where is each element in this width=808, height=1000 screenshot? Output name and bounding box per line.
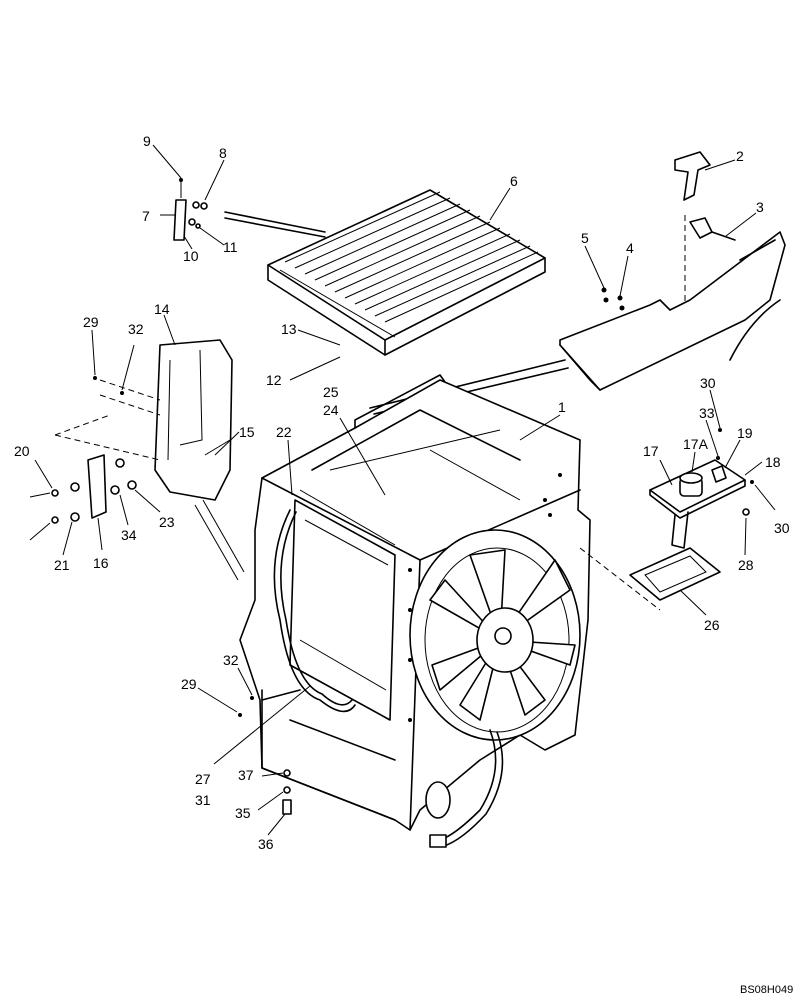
callout-20: 20 xyxy=(14,443,30,459)
callout-29-upper: 29 xyxy=(83,314,99,330)
callout-17: 17 xyxy=(643,443,659,459)
latch-bracket-assembly xyxy=(173,178,208,241)
callout-11: 11 xyxy=(223,239,238,255)
callout-30-lower: 30 xyxy=(774,520,790,536)
callout-labels: 1 2 3 4 5 6 7 8 9 10 11 12 13 14 15 16 1… xyxy=(14,133,790,852)
callout-15: 15 xyxy=(239,424,255,440)
callout-23: 23 xyxy=(159,514,175,530)
callout-16: 16 xyxy=(93,555,109,571)
callout-32-upper: 32 xyxy=(128,321,144,337)
callout-31: 31 xyxy=(195,792,211,808)
left-shroud xyxy=(54,339,233,501)
callout-19: 19 xyxy=(737,425,753,441)
lower-hardware xyxy=(238,696,292,815)
expansion-tank xyxy=(579,428,754,611)
callout-35: 35 xyxy=(235,805,251,821)
callout-8: 8 xyxy=(219,145,227,161)
callout-2: 2 xyxy=(736,148,744,164)
callout-10: 10 xyxy=(183,248,199,264)
callout-21: 21 xyxy=(54,557,70,573)
hinge-latch-group xyxy=(29,376,137,541)
drawing-code: BS08H049 xyxy=(740,984,793,996)
callout-5: 5 xyxy=(581,230,589,246)
callout-29-lower: 29 xyxy=(181,676,197,692)
callout-26: 26 xyxy=(704,617,720,633)
callout-3: 3 xyxy=(756,199,764,215)
side-panel-assembly xyxy=(369,151,786,415)
callout-28: 28 xyxy=(738,557,754,573)
callout-12: 12 xyxy=(266,372,282,388)
fan-assembly xyxy=(409,529,581,848)
callout-33: 33 xyxy=(699,405,715,421)
callout-27: 27 xyxy=(195,771,211,787)
callout-6: 6 xyxy=(510,173,518,189)
callout-36: 36 xyxy=(258,836,274,852)
callout-17a: 17A xyxy=(683,436,709,452)
callout-14: 14 xyxy=(154,301,170,317)
callout-24: 24 xyxy=(323,402,339,418)
callout-1: 1 xyxy=(558,399,566,415)
callout-25: 25 xyxy=(323,384,339,400)
grille-panel xyxy=(224,189,546,356)
callout-22: 22 xyxy=(276,424,292,440)
callout-34: 34 xyxy=(121,527,137,543)
callout-30-upper: 30 xyxy=(700,375,716,391)
callout-4: 4 xyxy=(626,240,634,256)
callout-37: 37 xyxy=(238,767,254,783)
callout-7: 7 xyxy=(142,208,150,224)
callout-13: 13 xyxy=(281,321,297,337)
callout-18: 18 xyxy=(765,454,781,470)
callout-9: 9 xyxy=(143,133,151,149)
callout-32-lower: 32 xyxy=(223,652,239,668)
leader-lines xyxy=(34,144,776,836)
